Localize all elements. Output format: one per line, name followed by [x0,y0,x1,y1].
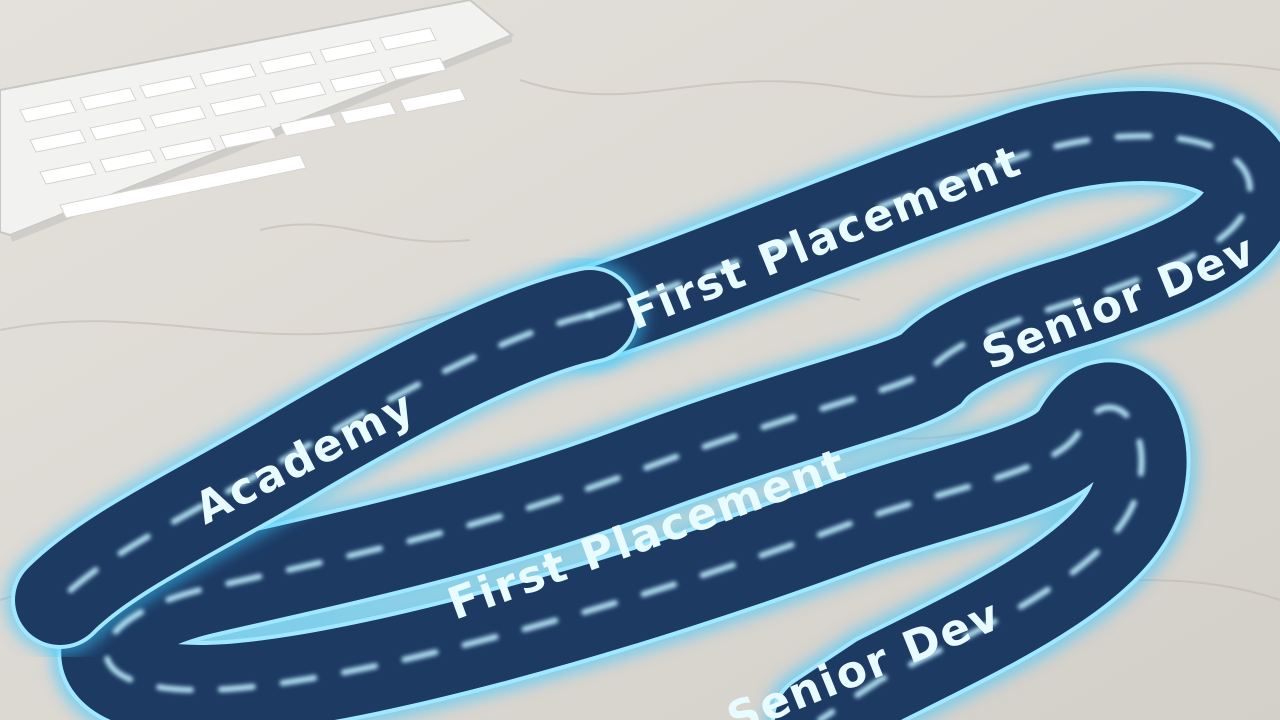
glowing-road [4,80,1280,720]
keyboard [0,0,514,242]
